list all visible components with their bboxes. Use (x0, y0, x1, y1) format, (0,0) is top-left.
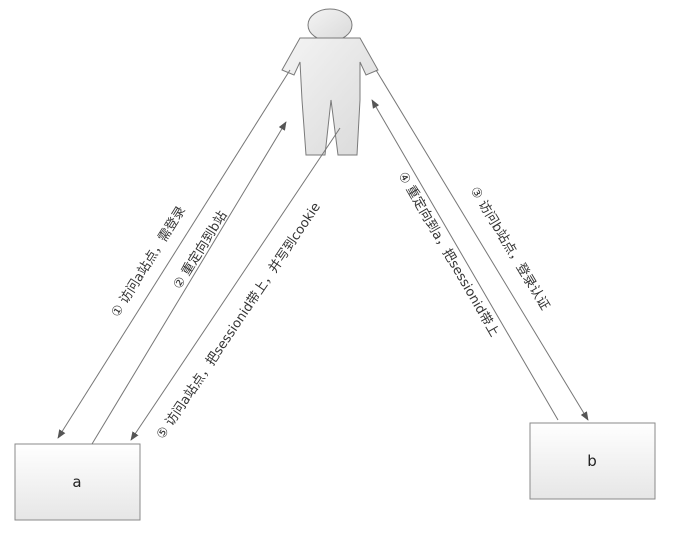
arrow-step5 (130, 127, 341, 441)
site-b-box: b (529, 422, 656, 500)
arrow-step2 (91, 121, 287, 445)
site-a-box: a (14, 443, 141, 521)
step5-label: ⑤ 访问a站点，把sessionid带上，并写到cookie (154, 200, 324, 442)
arrow-step3 (375, 69, 589, 421)
site-b-label: b (587, 452, 597, 470)
site-a-label: a (72, 473, 81, 491)
arrow-step4 (371, 99, 559, 421)
user-figure-icon (281, 8, 379, 156)
arrow-step1 (57, 69, 291, 439)
